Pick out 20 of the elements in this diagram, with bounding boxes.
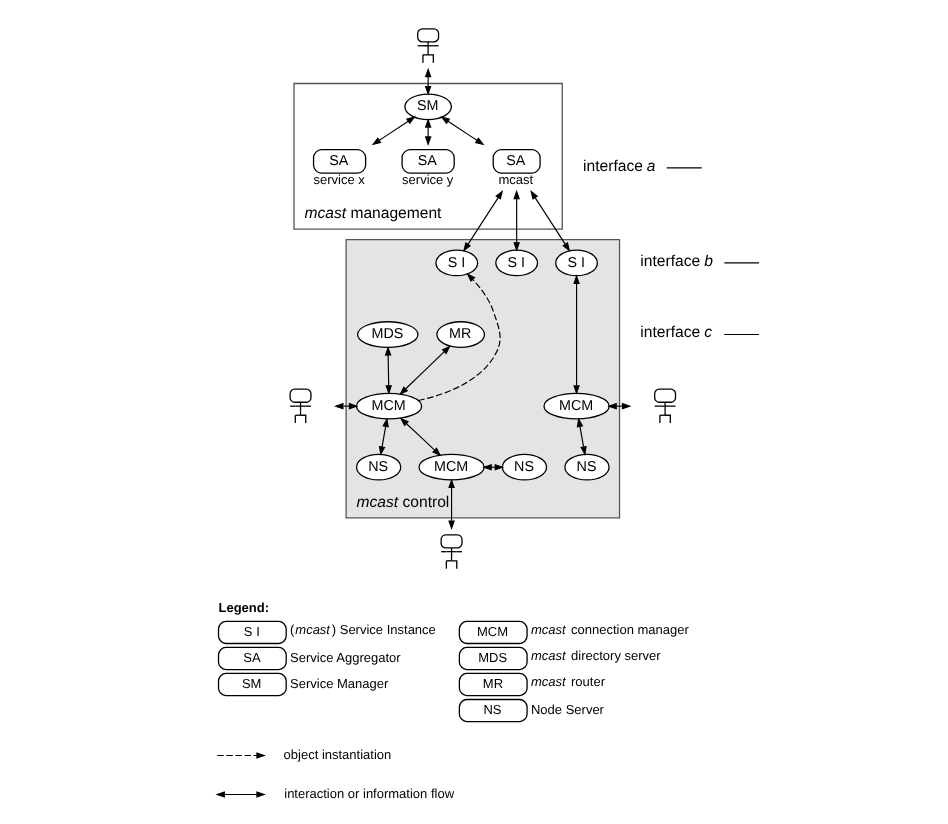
arrow (572, 274, 579, 395)
arrow (417, 272, 500, 402)
arrow (512, 189, 519, 252)
arrow (439, 116, 484, 146)
arrow (575, 417, 586, 456)
arrow (398, 417, 441, 457)
arrow (398, 345, 450, 396)
arrow (423, 67, 431, 96)
arrow (423, 118, 431, 146)
arrow (462, 190, 503, 252)
arrow (529, 190, 570, 252)
arrow (370, 116, 415, 146)
connector (722, 333, 759, 336)
connector (665, 167, 702, 169)
arrow (333, 402, 358, 410)
arrow (606, 402, 631, 410)
arrow (383, 346, 392, 395)
connector (722, 262, 759, 264)
arrow (447, 478, 454, 530)
arrow (377, 417, 388, 456)
